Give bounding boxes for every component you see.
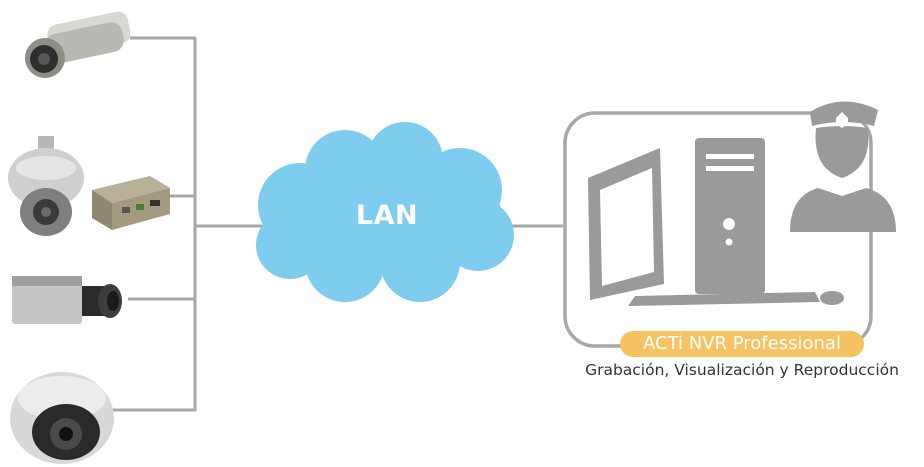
nvr-product-badge: ACTi NVR Professional	[620, 331, 864, 357]
video-encoder-icon	[92, 176, 170, 230]
bullet-camera-icon	[25, 11, 131, 78]
mouse-icon	[820, 291, 844, 305]
monitor-icon	[588, 148, 664, 300]
camera-bus-lines	[108, 36, 563, 412]
box-camera-icon	[12, 276, 122, 324]
ptz-dome-camera-icon	[8, 136, 84, 236]
lan-cloud	[256, 122, 514, 302]
nvr-caption: Grabación, Visualización y Reproducción	[585, 361, 899, 379]
keyboard-icon	[628, 292, 820, 306]
lan-label: LAN	[355, 200, 419, 231]
computer-tower-icon	[695, 138, 765, 294]
fixed-dome-camera-icon	[10, 372, 114, 464]
security-operator-icon	[790, 101, 896, 232]
